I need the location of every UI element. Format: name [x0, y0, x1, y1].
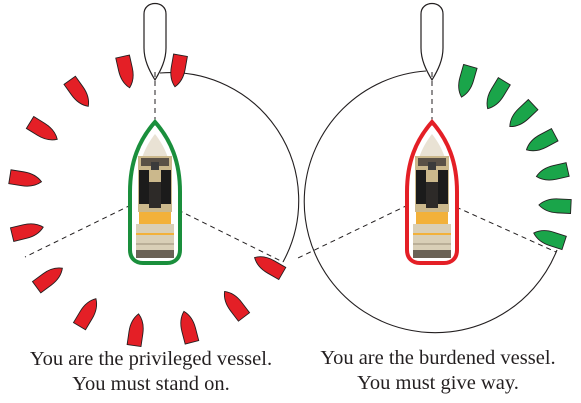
caption-privileged: You are the privileged vessel. You must …	[6, 347, 296, 397]
approaching-boat	[531, 225, 567, 251]
other-vessel-ahead	[420, 2, 444, 81]
approaching-boats-right	[454, 63, 572, 251]
approaching-boat	[534, 162, 570, 184]
other-vessel-ahead	[143, 2, 167, 81]
approaching-boat	[126, 312, 147, 348]
approaching-boat	[25, 116, 62, 146]
panel-burdened	[297, 2, 558, 334]
sector-arc	[159, 72, 300, 263]
boat-deck	[136, 134, 174, 258]
approaching-boat	[167, 53, 188, 89]
caption-line-2: You must stand on.	[72, 373, 230, 395]
caption-line-1: You are the privileged vessel.	[29, 348, 273, 370]
caption-burdened: You are the burdened vessel. You must gi…	[296, 346, 580, 396]
approaching-boat	[504, 99, 539, 133]
approaching-boat	[9, 219, 46, 242]
approaching-boat	[63, 75, 95, 111]
caption-line-1: You are the burdened vessel.	[320, 347, 556, 369]
approaching-boat	[72, 294, 103, 331]
approaching-boat	[8, 169, 44, 190]
own-vessel	[128, 120, 182, 265]
approaching-boat	[481, 77, 511, 113]
sector-arc	[303, 70, 558, 334]
approaching-boat	[538, 197, 572, 214]
caption-line-2: You must give way.	[357, 372, 519, 394]
approaching-boat	[454, 63, 478, 100]
sector-lines	[297, 72, 557, 259]
own-vessel	[405, 120, 459, 265]
approaching-boat	[176, 309, 200, 345]
approaching-boat	[115, 54, 137, 90]
approaching-boat	[522, 128, 559, 157]
panel-privileged	[24, 2, 300, 265]
approaching-boat	[31, 262, 68, 294]
approaching-boat	[218, 286, 251, 322]
boat-deck	[413, 134, 451, 258]
approaching-boat	[250, 250, 287, 281]
